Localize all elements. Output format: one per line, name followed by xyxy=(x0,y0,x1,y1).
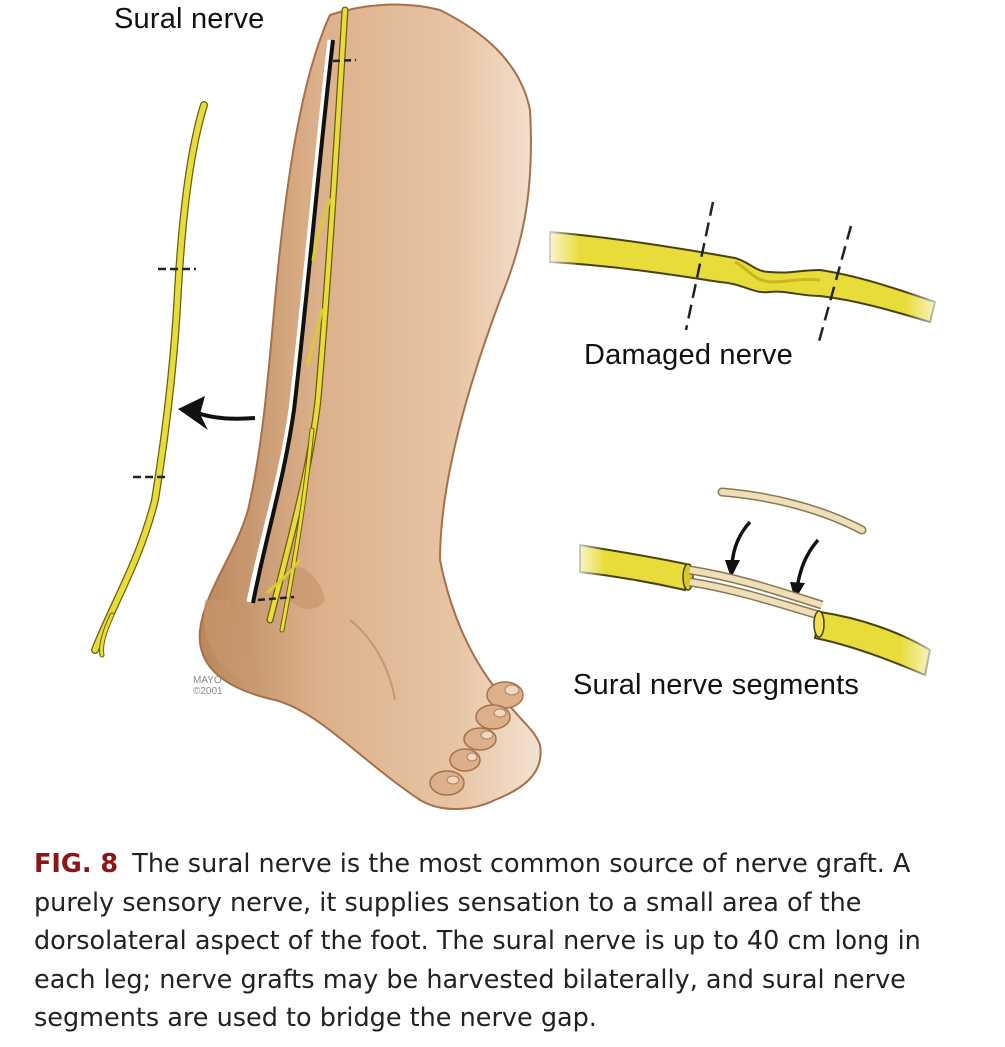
leg-and-foot xyxy=(198,3,542,810)
illustration-credit: MAYO ©2001 xyxy=(193,675,223,697)
credit-line-2: ©2001 xyxy=(193,686,223,697)
anatomical-illustration: Sural nerve Damaged nerve Sural nerve se… xyxy=(91,3,950,810)
cut-mark-lower xyxy=(257,595,295,602)
in-situ-sural-nerve xyxy=(266,6,349,633)
illustration-artwork xyxy=(91,3,950,810)
cut-mark-upper xyxy=(332,58,357,63)
harvested-sural-nerve xyxy=(91,101,208,658)
nerve-graft-diagram xyxy=(570,487,945,680)
label-sural-nerve-segments: Sural nerve segments xyxy=(573,669,860,701)
label-sural-nerve: Sural nerve xyxy=(114,3,265,35)
incision-line xyxy=(246,39,335,604)
damage-cut-left xyxy=(684,201,715,331)
label-damaged-nerve: Damaged nerve xyxy=(584,339,793,371)
damaged-nerve-diagram xyxy=(540,201,950,346)
caption-text: The sural nerve is the most common sourc… xyxy=(34,849,921,1033)
figure-number: FIG. 8 xyxy=(34,849,119,879)
credit-line-1: MAYO xyxy=(193,675,222,686)
figure-caption: FIG. 8 The sural nerve is the most commo… xyxy=(34,845,984,1038)
harvest-arrow-icon xyxy=(178,396,256,430)
